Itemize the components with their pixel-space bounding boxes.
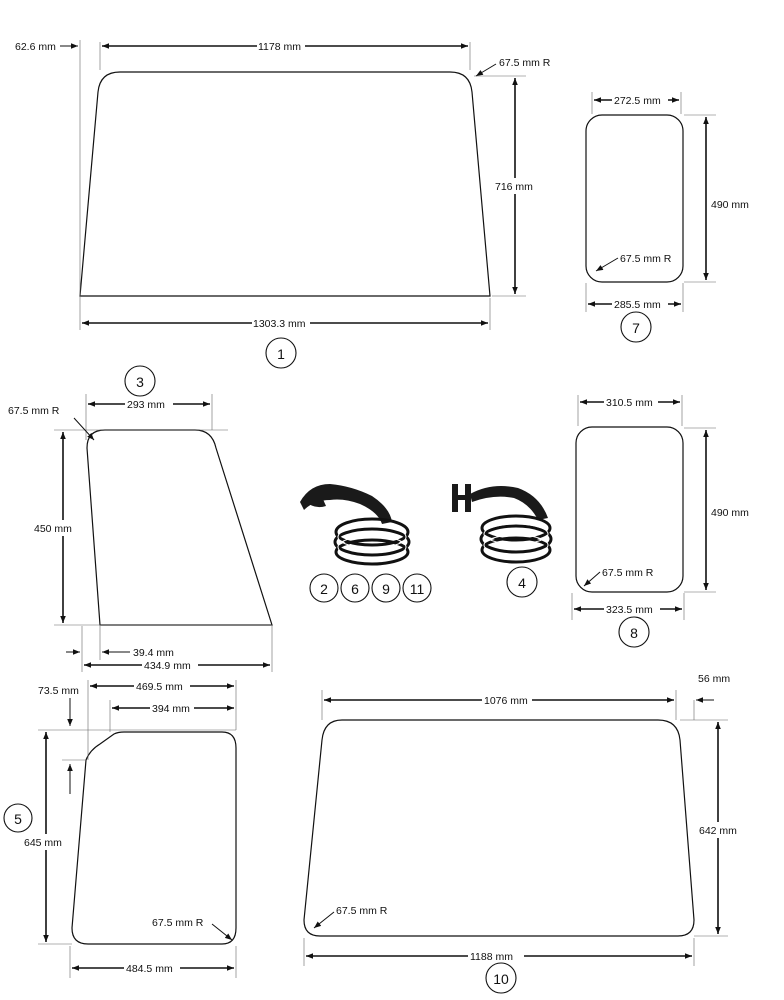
panel-1-outline xyxy=(79,71,491,297)
panel-1-top-label: 1178 mm xyxy=(258,41,301,53)
callout-4: 4 xyxy=(506,566,538,598)
panel-1-offset-label: 62.6 mm xyxy=(15,41,56,53)
callout-8: 8 xyxy=(618,616,650,648)
panel-10-offset-label: 56 mm xyxy=(698,673,730,685)
panel-7-bottom-label: 285.5 mm xyxy=(614,299,661,311)
panel-7-radius-label: 67.5 mm R xyxy=(620,253,672,265)
panel-5-height-label: 645 mm xyxy=(24,837,62,849)
panel-5-top-inner-label: 394 mm xyxy=(152,703,190,715)
svg-text:10: 10 xyxy=(493,971,509,987)
panel-3-outline xyxy=(86,429,273,626)
panel-5-offset-label: 73.5 mm xyxy=(38,685,79,697)
panel-10-radius-label: 67.5 mm R xyxy=(336,905,388,917)
panel-7-outline xyxy=(585,114,684,283)
u-channel-seal-icon xyxy=(300,484,411,566)
callout-3: 3 xyxy=(124,365,156,397)
panel-10-top-label: 1076 mm xyxy=(484,695,528,707)
panel-1-height-label: 716 mm xyxy=(495,181,533,193)
svg-text:3: 3 xyxy=(136,374,144,390)
panel-7-top-label: 272.5 mm xyxy=(614,95,661,107)
svg-text:6: 6 xyxy=(351,581,359,597)
panel-3-top-label: 293 mm xyxy=(127,399,165,411)
panel-3-offset-label: 39.4 mm xyxy=(133,647,174,659)
h-channel-seal-icon xyxy=(452,484,553,564)
panel-8-outline xyxy=(575,426,684,593)
callout-5: 5 xyxy=(3,803,33,833)
svg-text:11: 11 xyxy=(410,581,425,597)
panel-10-bottom-label: 1188 mm xyxy=(470,951,513,963)
svg-text:7: 7 xyxy=(632,320,640,336)
panel-5-outline xyxy=(71,731,237,945)
panel-7-height-label: 490 mm xyxy=(711,199,749,211)
panel-5: 73.5 mm 469.5 mm 394 mm 645 mm 67.5 mm R… xyxy=(3,679,237,978)
callout-1: 1 xyxy=(265,337,297,369)
panel-10-height-label: 642 mm xyxy=(699,825,737,837)
panel-1-bottom-label: 1303.3 mm xyxy=(253,318,306,330)
panel-1: 1178 mm 62.6 mm 67.5 mm R 716 mm 1303.3 … xyxy=(15,38,551,369)
panel-10-outline xyxy=(303,719,695,937)
panel-10: 1076 mm 56 mm 642 mm 67.5 mm R 1188 mm 1… xyxy=(303,673,741,994)
svg-text:2: 2 xyxy=(320,581,328,597)
panel-8-top-label: 310.5 mm xyxy=(606,397,653,409)
panel-3-radius-label: 67.5 mm R xyxy=(8,405,60,417)
panel-8-bottom-label: 323.5 mm xyxy=(606,604,653,616)
seal-callouts-2-6-9-11: 2 6 9 11 xyxy=(309,573,432,603)
panel-5-top-label: 469.5 mm xyxy=(136,681,183,693)
svg-text:4: 4 xyxy=(518,575,526,591)
svg-text:8: 8 xyxy=(630,625,638,641)
panel-7: 272.5 mm 490 mm 67.5 mm R 285.5 mm 7 xyxy=(585,92,753,343)
panel-5-radius-label: 67.5 mm R xyxy=(152,917,204,929)
panel-1-radius-label: 67.5 mm R xyxy=(499,57,551,69)
panel-8-height-label: 490 mm xyxy=(711,507,749,519)
panel-8-radius-label: 67.5 mm R xyxy=(602,567,654,579)
panel-3-bottom-label: 434.9 mm xyxy=(144,660,191,672)
panel-5-bottom-label: 484.5 mm xyxy=(126,963,173,975)
svg-text:9: 9 xyxy=(382,581,390,597)
panel-8: 310.5 mm 490 mm 67.5 mm R 323.5 mm 8 xyxy=(571,395,753,648)
svg-text:1: 1 xyxy=(277,346,285,362)
callout-7: 7 xyxy=(620,311,652,343)
callout-10: 10 xyxy=(485,962,517,994)
svg-text:5: 5 xyxy=(14,811,22,827)
panel-3: 3 293 mm 67.5 mm R 450 mm 39.4 mm 434.9 … xyxy=(8,365,273,672)
panel-3-height-label: 450 mm xyxy=(34,523,72,535)
